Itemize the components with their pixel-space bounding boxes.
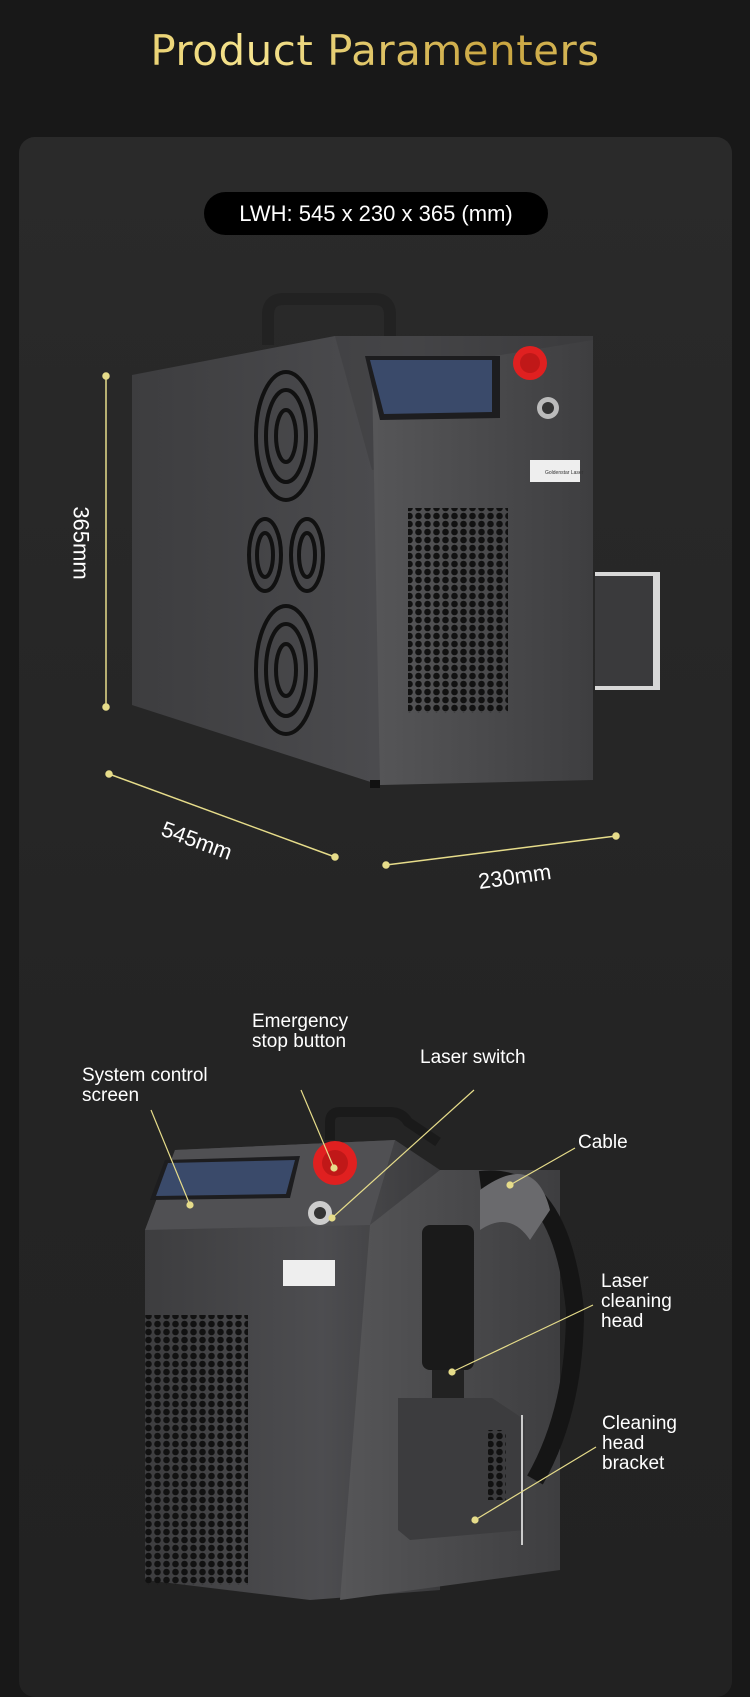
callout-dot-head-bracket bbox=[471, 1516, 479, 1524]
callout-line-cleaning-head bbox=[451, 1304, 594, 1373]
callout-cleaning-head-line-1: Laser bbox=[601, 1271, 649, 1292]
laser-cleaning-head bbox=[422, 1225, 474, 1370]
machine-dimension-view: Goldenstar Laser bbox=[132, 293, 660, 788]
carry-handle bbox=[325, 1107, 441, 1147]
cleaning-head-nozzle bbox=[432, 1370, 464, 1400]
laser-switch-center bbox=[314, 1207, 326, 1219]
lwh-badge: LWH: 545 x 230 x 365 (mm) bbox=[204, 192, 548, 235]
callout-head-bracket: Cleaning head bracket bbox=[602, 1414, 677, 1474]
callout-cleaning-head-line-2: cleaning bbox=[601, 1291, 672, 1312]
carry-handle bbox=[262, 293, 396, 345]
bracket-vent bbox=[488, 1430, 506, 1500]
length-dimension-start bbox=[105, 770, 113, 778]
callout-dot-laser-switch bbox=[328, 1214, 336, 1222]
page-title: Product Paramenters bbox=[0, 26, 750, 75]
machine-component-view bbox=[145, 1107, 585, 1600]
callout-line-cable bbox=[509, 1147, 576, 1186]
callout-head-bracket-line-3: bracket bbox=[602, 1453, 665, 1474]
callout-cleaning-head-line-3: head bbox=[601, 1311, 644, 1332]
callout-line-laser-switch bbox=[331, 1089, 475, 1219]
callout-laser-switch: Laser switch bbox=[420, 1047, 526, 1068]
emergency-stop-center bbox=[322, 1150, 348, 1176]
callout-head-bracket-line-1: Cleaning bbox=[602, 1413, 677, 1434]
callout-head-bracket-line-2: head bbox=[602, 1433, 645, 1454]
callout-control-screen-line-1: System control bbox=[82, 1065, 208, 1086]
callout-emergency-stop-line-2: stop button bbox=[252, 1031, 347, 1052]
width-dimension-line bbox=[385, 835, 617, 866]
laser-switch-center bbox=[542, 402, 554, 414]
height-dimension-end bbox=[102, 703, 110, 711]
callout-dot-control-screen bbox=[186, 1201, 194, 1209]
control-screen bbox=[370, 360, 492, 414]
callout-control-screen: System control screen bbox=[82, 1066, 208, 1106]
callout-dot-emergency-stop bbox=[330, 1164, 338, 1172]
callout-dot-cleaning-head bbox=[448, 1368, 456, 1376]
control-screen bbox=[156, 1160, 295, 1196]
brand-plate bbox=[283, 1260, 335, 1286]
height-label: 365mm bbox=[68, 506, 94, 580]
head-bracket bbox=[595, 576, 653, 686]
width-dimension-end bbox=[612, 832, 620, 840]
callout-dot-cable bbox=[506, 1181, 514, 1189]
fan-grilles bbox=[247, 370, 325, 736]
width-dimension-start bbox=[382, 861, 390, 869]
callout-emergency-stop-line-1: Emergency bbox=[252, 1011, 349, 1032]
length-dimension-line bbox=[108, 773, 336, 858]
callout-line-head-bracket bbox=[474, 1446, 597, 1521]
brand-plate-text: Goldenstar Laser bbox=[545, 470, 584, 476]
callout-line-control-screen bbox=[150, 1109, 191, 1206]
height-dimension-start bbox=[102, 372, 110, 380]
callout-lines bbox=[150, 1089, 597, 1524]
cable-holder bbox=[480, 1174, 550, 1240]
callout-control-screen-line-2: screen bbox=[82, 1085, 140, 1106]
callout-cable: Cable bbox=[578, 1132, 628, 1153]
callout-line-emergency-stop bbox=[300, 1089, 335, 1169]
callout-emergency-stop: Emergency stop button bbox=[252, 1012, 348, 1052]
vent-grille bbox=[145, 1315, 248, 1585]
dimension-lines bbox=[102, 372, 620, 869]
machine-foot bbox=[370, 780, 380, 788]
callout-cleaning-head: Laser cleaning head bbox=[601, 1272, 672, 1332]
emergency-stop-center bbox=[520, 353, 540, 373]
brand-plate bbox=[530, 460, 580, 482]
length-dimension-end bbox=[331, 853, 339, 861]
vent-grille bbox=[408, 508, 508, 713]
